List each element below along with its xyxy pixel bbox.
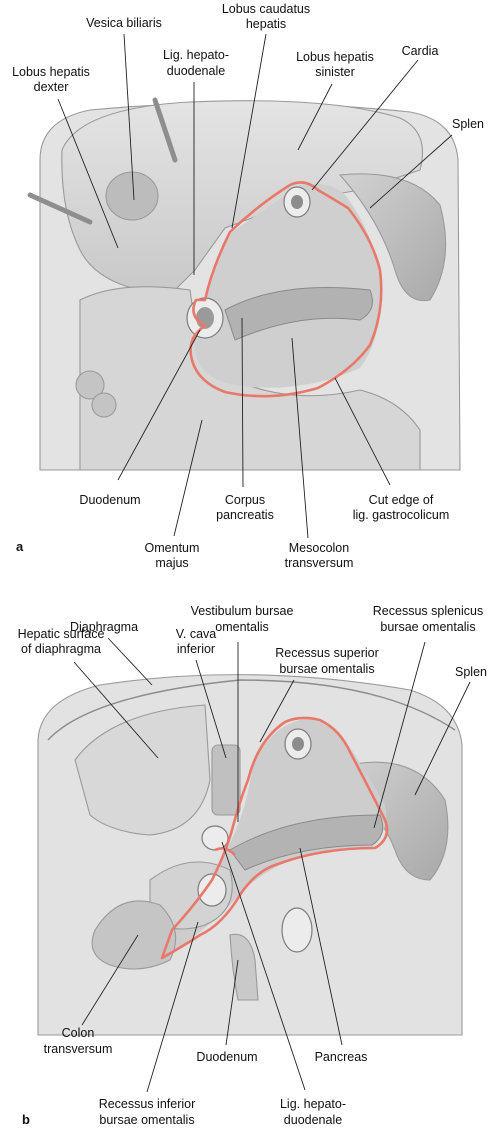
label-recessus-superior-line1: Recessus superior — [275, 646, 379, 660]
colon-b — [91, 900, 177, 970]
pancreas-a — [224, 287, 373, 341]
label-lig-a-line2: duodenale — [167, 64, 225, 78]
leader-lines — [57, 33, 471, 1093]
cardia-lumen-a — [291, 195, 303, 209]
label-cut-edge-line1: Cut edge of — [369, 493, 434, 507]
gallbladder-a — [105, 171, 159, 221]
vena-cava-b — [211, 744, 241, 816]
leader-cardia — [311, 59, 419, 191]
label-mesocolon-line2: transversum — [285, 556, 354, 570]
leader-colon — [81, 934, 139, 1026]
label-lig-a-line1: Lig. hepato- — [163, 48, 229, 62]
leader-splen-b — [414, 681, 471, 796]
bursa-outline-b2 — [214, 847, 236, 856]
label-lobus-dexter-line2: dexter — [34, 80, 69, 94]
leader-hepatic-surface — [73, 661, 159, 759]
label-pancreas: Pancreas — [315, 1050, 368, 1064]
label-splen-a: Splen — [452, 117, 484, 131]
label-recessus-inferior-line2: bursae omentalis — [99, 1113, 194, 1127]
label-lig-b-line1: Lig. hepato- — [280, 1097, 346, 1111]
label-hepatic-surface-line2: of diaphragma — [21, 642, 101, 656]
label-cut-edge-line2: lig. gastrocolicum — [353, 508, 450, 522]
leader-recessus-superior — [259, 679, 295, 743]
label-vesica-biliaris: Vesica biliaris — [86, 16, 162, 30]
leader-duodenum-b — [225, 959, 239, 1046]
panel-letter-a: a — [16, 539, 24, 554]
label-duodenum-a: Duodenum — [79, 493, 140, 507]
hepatoduodenal-ring-b — [201, 825, 229, 851]
colon-loop-a1 — [75, 370, 105, 400]
leader-corpus — [241, 317, 244, 488]
label-hepatic-surface-line1: Hepatic surface — [18, 627, 105, 641]
label-lobus-sinister-line1: Lobus hepatis — [296, 50, 374, 64]
label-colon-line1: Colon — [62, 1026, 95, 1040]
leader-recessus-splenicus — [373, 641, 426, 829]
label-colon-line2: transversum — [44, 1042, 113, 1056]
label-recessus-splenicus-line2: bursae omentalis — [380, 620, 475, 634]
leader-mesocolon — [291, 337, 309, 539]
label-duodenum-b: Duodenum — [196, 1050, 257, 1064]
label-lobus-caudatus-line2: hepatis — [246, 17, 286, 31]
leader-lobus-dexter — [57, 98, 119, 249]
panel-a-illustration — [27, 97, 461, 471]
leader-lobus-sinister — [297, 83, 333, 151]
label-lig-b-line2: duodenale — [284, 1113, 342, 1127]
label-recessus-splenicus-line1: Recessus splenicus — [373, 604, 483, 618]
hepatic-surface-b — [74, 704, 211, 836]
leader-lig-b — [221, 841, 306, 1091]
spleen-a — [338, 173, 447, 302]
colon-loop-a2 — [91, 392, 117, 418]
label-corpus-line2: pancreatis — [216, 508, 274, 522]
label-diaphragma: Diaphragma — [70, 620, 138, 634]
label-splen-b: Splen — [455, 665, 487, 679]
bursa-outline-b — [160, 716, 389, 960]
label-lobus-caudatus-line1: Lobus caudatus — [222, 2, 310, 16]
leader-cut-edge — [334, 377, 391, 486]
pancreas-b — [229, 814, 384, 871]
leader-caudatus — [231, 33, 267, 229]
leader-diaphragma — [107, 637, 153, 686]
label-v-cava-line1: V. cava — [176, 627, 217, 641]
leader-v-cava — [195, 659, 227, 759]
leader-splen-a — [369, 134, 453, 209]
label-v-cava-line2: inferior — [177, 642, 215, 656]
label-omentum-line2: majus — [155, 556, 188, 570]
omentum-a — [79, 286, 421, 471]
panel-letter-b: b — [22, 1112, 30, 1127]
leader-pancreas — [299, 847, 343, 1046]
diaphragm-b — [47, 679, 456, 741]
labels: Vesica biliaris Lobus caudatus hepatis L… — [12, 2, 487, 1127]
label-recessus-inferior-line1: Recessus inferior — [99, 1097, 196, 1111]
retractor-left-a — [27, 192, 93, 225]
leader-vesica — [123, 33, 135, 201]
liver-a — [61, 100, 424, 291]
duodenum-tube-b — [229, 933, 259, 1001]
label-vestibulum-line2: omentalis — [215, 620, 269, 634]
leader-duodenum-a — [117, 329, 201, 481]
duodenum-ring-b — [197, 873, 227, 907]
label-omentum-line1: Omentum — [145, 541, 200, 555]
leader-omentum — [173, 419, 203, 537]
label-lobus-dexter-line1: Lobus hepatis — [12, 65, 90, 79]
cardia-lumen-b — [292, 737, 304, 751]
panel-b-illustration — [37, 674, 463, 1036]
jejunum-ring-b — [281, 907, 313, 953]
leader-recessus-inferior — [146, 921, 199, 1093]
label-lobus-sinister-line2: sinister — [315, 65, 355, 79]
cut-edge-line-a — [189, 181, 383, 398]
label-cardia: Cardia — [402, 44, 439, 58]
label-corpus-line1: Corpus — [225, 493, 265, 507]
retractor-top-a — [152, 97, 178, 163]
label-mesocolon-line1: Mesocolon — [289, 541, 349, 555]
label-recessus-superior-line2: bursae omentalis — [279, 662, 374, 676]
label-vestibulum-line1: Vestibulum bursae — [191, 604, 294, 618]
